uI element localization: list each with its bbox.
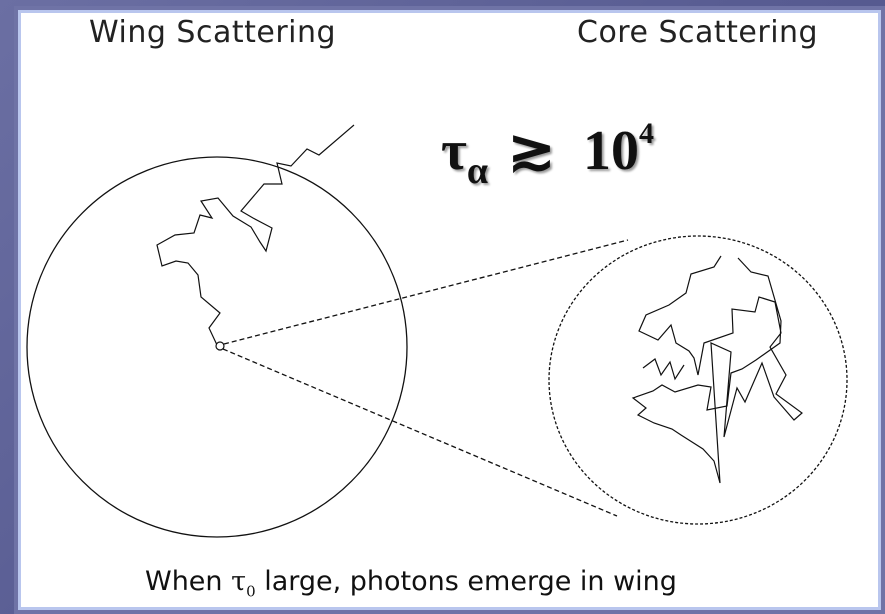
caption-tau-symbol: τ0 [231,566,256,601]
diagram-panel: Wing Scattering Core Scattering τα ≳104 … [18,10,881,610]
tau-symbol: τ [441,120,467,182]
caption-prefix: When [145,566,232,597]
zoom-line-bottom [222,348,618,517]
optical-depth-condition: τα ≳ 104 [441,117,654,193]
core-origin-marker [215,341,225,351]
zoom-line-top [223,239,629,345]
power-base: 10 [582,120,639,182]
wing-cloud-circle [26,156,408,538]
core-scattering-label: Core Scattering [577,15,819,50]
core-magnified-circle [548,235,848,525]
wing-photon-path [156,124,355,346]
caption: When τ0 large, photons emerge in wing [145,566,677,600]
tau-subscript: α [466,150,489,192]
relation-symbol: ≳ [508,120,555,182]
scattering-diagram [26,124,848,538]
caption-tau-letter: τ [231,566,247,597]
power-exponent: 4 [638,117,654,150]
caption-tau-subscript: 0 [246,582,256,601]
core-photon-path-branch [642,358,685,381]
caption-suffix: large, photons emerge in wing [255,566,677,597]
core-photon-path [631,255,803,484]
wing-scattering-label: Wing Scattering [89,15,337,50]
